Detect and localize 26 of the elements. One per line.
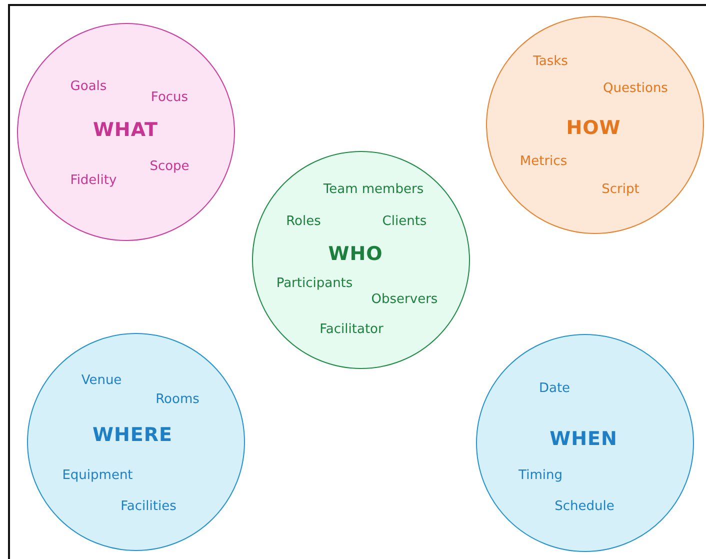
topic-heading: WHAT bbox=[92, 118, 158, 140]
topic-item: Clients bbox=[382, 214, 427, 230]
topic-item: Rooms bbox=[156, 392, 200, 408]
topic-item: Venue bbox=[81, 372, 122, 388]
topic-item: Script bbox=[602, 182, 640, 198]
topic-heading: WHERE bbox=[92, 424, 172, 446]
topic-heading: WHO bbox=[328, 242, 383, 264]
topic-item: Date bbox=[538, 380, 570, 396]
topic-item: Equipment bbox=[62, 468, 133, 484]
topic-item: Timing bbox=[518, 468, 562, 484]
topic-item: Focus bbox=[150, 90, 188, 106]
topic-item: Roles bbox=[286, 214, 321, 230]
topic-item: Metrics bbox=[520, 154, 568, 170]
topic-item: Participants bbox=[276, 276, 353, 292]
topic-item: Facilities bbox=[120, 498, 176, 514]
topic-item: Observers bbox=[371, 292, 438, 308]
topic-item: Fidelity bbox=[70, 172, 117, 188]
topic-item: Questions bbox=[603, 80, 668, 96]
topic-heading: HOW bbox=[566, 116, 621, 138]
topic-item: Goals bbox=[70, 78, 107, 94]
topic-item: Team members bbox=[323, 182, 424, 198]
topic-item: Tasks bbox=[533, 54, 568, 70]
topic-heading: WHEN bbox=[550, 428, 618, 450]
topic-item: Scope bbox=[150, 158, 190, 174]
topic-item: Schedule bbox=[554, 498, 614, 514]
topic-item: Facilitator bbox=[320, 322, 384, 338]
